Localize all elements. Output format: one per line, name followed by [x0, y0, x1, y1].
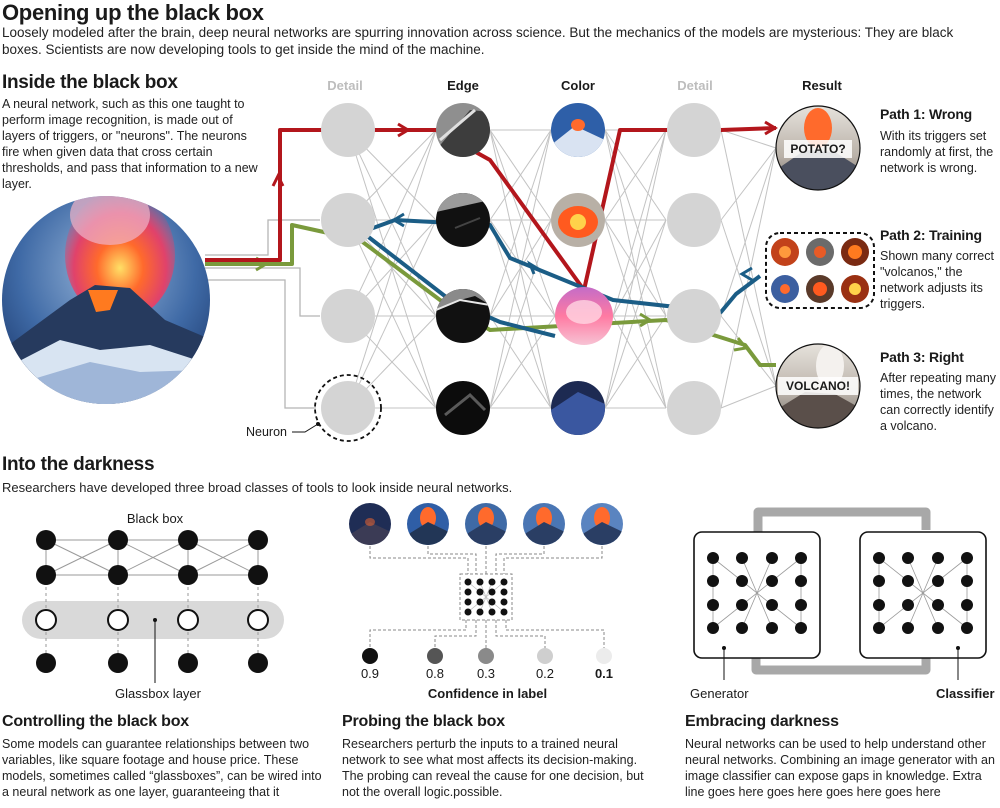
- neuron-l4-3: [667, 289, 721, 343]
- inside-description: A neural network, such as this one taugh…: [2, 97, 258, 191]
- gan-diagram: [693, 507, 987, 680]
- neuron-color-3: [555, 287, 613, 345]
- classifier-label: Classifier: [936, 686, 995, 701]
- control-text: Some models can guarantee relationships …: [2, 737, 322, 799]
- path-2-title: Path 2: Training: [880, 227, 982, 243]
- probing-diagram: [349, 503, 623, 664]
- neuron-l4-1: [667, 103, 721, 157]
- volcano-input-image: [2, 196, 210, 404]
- generator-label: Generator: [690, 686, 749, 701]
- section-title-darkness: Into the darkness: [2, 454, 155, 475]
- control-title: Controlling the black box: [2, 713, 190, 730]
- column-label-result: Result: [802, 78, 842, 93]
- black-box-label: Black box: [126, 511, 184, 526]
- column-label-detail-2: Detail: [677, 78, 713, 93]
- neuron-color-1: [551, 103, 605, 157]
- confidence-2: 0.8: [425, 666, 445, 681]
- neuron-edge-3: [436, 289, 490, 343]
- path-1-title: Path 1: Wrong: [880, 106, 973, 122]
- section-title-inside: Inside the black box: [2, 72, 178, 93]
- confidence-3: 0.3: [476, 666, 496, 681]
- column-label-edge: Edge: [447, 78, 479, 93]
- neuron-label: Neuron: [246, 425, 287, 439]
- neuron-color-4: [551, 381, 605, 435]
- training-thumbnails: [771, 238, 869, 303]
- confidence-label: Confidence in label: [427, 686, 548, 701]
- neuron-edge-2: [436, 193, 490, 247]
- glassbox-layer-label: Glassbox layer: [115, 686, 201, 701]
- neural-network-diagram: [2, 103, 875, 442]
- result-label-wrong: POTATO?: [790, 142, 846, 156]
- path-1-text: With its triggers set randomly at first,…: [880, 129, 994, 175]
- column-label-color: Color: [561, 78, 595, 93]
- confidence-5: 0.1: [594, 666, 614, 681]
- glassbox-diagram: [22, 530, 284, 683]
- result-label-right: VOLCANO!: [786, 379, 850, 393]
- neuron-l4-4: [667, 381, 721, 435]
- column-label-detail-1: Detail: [327, 78, 363, 93]
- neuron-color-2: [551, 193, 605, 247]
- neuron-highlight-ring: [314, 374, 382, 442]
- probe-title: Probing the black box: [342, 713, 505, 730]
- neuron-edge-1: [436, 103, 490, 157]
- confidence-1: 0.9: [360, 666, 380, 681]
- neuron-l1-3: [321, 289, 375, 343]
- confidence-4: 0.2: [535, 666, 555, 681]
- path-3-text: After repeating many times, the network …: [880, 371, 997, 433]
- page-intro: Loosely modeled after the brain, deep ne…: [2, 25, 954, 57]
- path-3-title: Path 3: Right: [880, 349, 964, 365]
- embrace-title: Embracing darkness: [685, 713, 839, 730]
- neuron-l1-1: [321, 103, 375, 157]
- path-2-text: Shown many correct "volcanos," the netwo…: [880, 249, 994, 311]
- neuron-l1-2: [321, 193, 375, 247]
- page-title: Opening up the black box: [2, 0, 264, 25]
- classifier-box: [859, 531, 987, 659]
- generator-box: [693, 531, 821, 659]
- embrace-text: Neural networks can be used to help unde…: [685, 737, 995, 799]
- neuron-l4-2: [667, 193, 721, 247]
- probe-text: Researchers perturb the inputs to a trai…: [342, 737, 644, 799]
- darkness-subtitle: Researchers have developed three broad c…: [2, 480, 513, 495]
- neuron-l1-4: [321, 381, 375, 435]
- neuron-edge-4: [436, 381, 490, 435]
